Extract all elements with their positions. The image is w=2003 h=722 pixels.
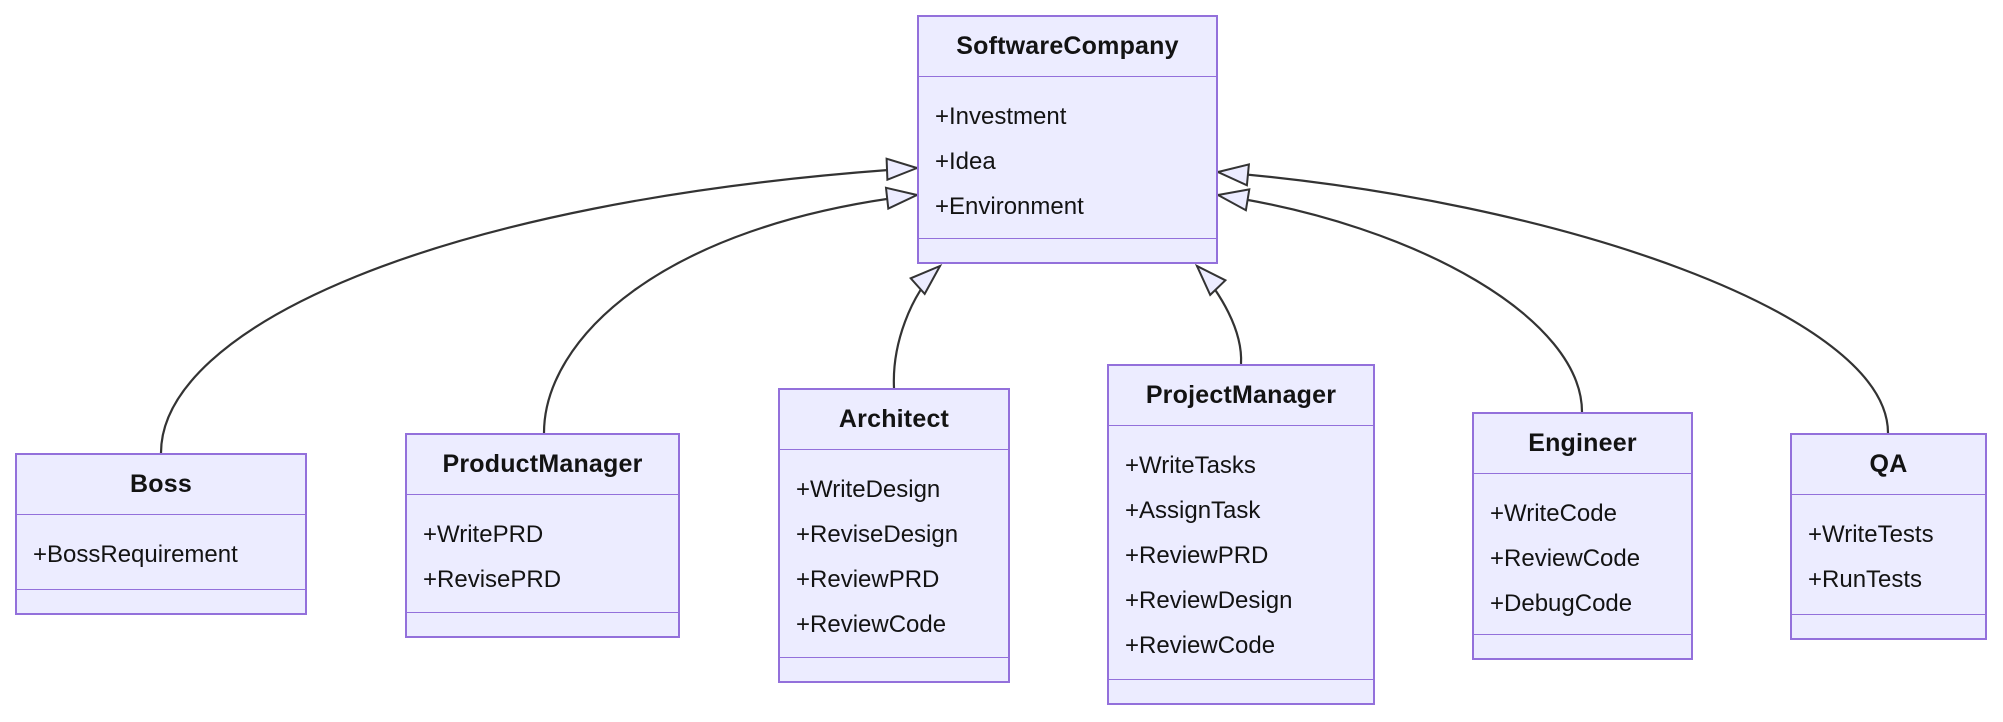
class-methods-empty	[1474, 634, 1691, 658]
class-box-projectmanager: ProjectManager +WriteTasks +AssignTask +Re…	[1107, 364, 1375, 705]
class-box-architect: Architect +WriteDesign +ReviseDesign +Revi…	[778, 388, 1010, 683]
class-attributes: +WriteCode +ReviewCode +DebugCode	[1474, 474, 1691, 634]
class-attribute: +DebugCode	[1490, 589, 1633, 617]
class-attribute: +ReviewCode	[1490, 544, 1641, 572]
class-attributes: +WriteDesign +ReviseDesign +ReviewPRD +Revi…	[780, 450, 1008, 657]
class-attributes: +Investment +Idea +Environment	[919, 77, 1216, 238]
inheritance-edge-productmanager-to-softwarecompany	[542, 193, 918, 434]
class-attribute: +RevisePRD	[423, 565, 562, 593]
class-box-productmanager: ProductManager +WritePRD +RevisePRD	[405, 433, 680, 638]
class-name: Architect	[780, 390, 1008, 450]
inheritance-edge-engineer-to-softwarecompany	[1217, 193, 1584, 413]
class-attributes: +WritePRD +RevisePRD	[407, 495, 678, 612]
class-name: Engineer	[1474, 414, 1691, 474]
class-attribute: +Idea	[935, 147, 996, 175]
class-attribute: +ReviseDesign	[796, 520, 959, 548]
class-methods-empty	[780, 657, 1008, 681]
inheritance-arrowhead-icon	[1215, 188, 1251, 212]
class-box-qa: QA +WriteTests +RunTests	[1790, 433, 1987, 640]
inheritance-edge-qa-to-softwarecompany	[1217, 170, 1890, 434]
inheritance-arrowhead-icon	[909, 263, 943, 296]
class-attribute: +WriteCode	[1490, 499, 1617, 527]
class-attribute: +Environment	[935, 192, 1084, 220]
class-attribute: +ReviewPRD	[796, 565, 940, 593]
class-attribute: +ReviewCode	[796, 610, 947, 638]
class-methods-empty	[17, 589, 305, 613]
class-name: QA	[1792, 435, 1985, 495]
class-attributes: +WriteTests +RunTests	[1792, 495, 1985, 614]
class-attribute: +WritePRD	[423, 520, 544, 548]
inheritance-arrowhead-icon	[1214, 163, 1251, 187]
class-name: SoftwareCompany	[919, 17, 1216, 77]
class-name: ProjectManager	[1109, 366, 1373, 426]
class-attribute: +BossRequirement	[33, 540, 238, 568]
class-attribute: +RunTests	[1808, 565, 1923, 593]
class-attribute: +ReviewPRD	[1125, 541, 1269, 569]
class-box-boss: Boss +BossRequirement	[15, 453, 307, 615]
inheritance-arrowhead-icon	[884, 186, 921, 211]
class-attribute: +ReviewDesign	[1125, 586, 1293, 614]
class-attribute: +AssignTask	[1125, 496, 1261, 524]
class-attribute: +Investment	[935, 102, 1067, 130]
class-attribute: +ReviewCode	[1125, 631, 1276, 659]
class-attributes: +WriteTasks +AssignTask +ReviewPRD +ReviewD…	[1109, 426, 1373, 679]
class-box-engineer: Engineer +WriteCode +ReviewCode +DebugCode	[1472, 412, 1693, 660]
inheritance-edge-boss-to-softwarecompany	[159, 166, 918, 454]
class-name: ProductManager	[407, 435, 678, 495]
class-attribute: +WriteDesign	[796, 475, 941, 503]
inheritance-arrowhead-icon	[1194, 263, 1228, 297]
class-name: Boss	[17, 455, 305, 515]
class-methods-empty	[1792, 614, 1985, 638]
class-box-softwarecompany: SoftwareCompany +Investment +Idea +Environ…	[917, 15, 1218, 264]
inheritance-arrowhead-icon	[885, 157, 921, 182]
class-attributes: +BossRequirement	[17, 515, 305, 589]
class-methods-empty	[919, 238, 1216, 262]
class-attribute: +WriteTasks	[1125, 451, 1256, 479]
class-methods-empty	[407, 612, 678, 636]
class-attribute: +WriteTests	[1808, 520, 1934, 548]
class-methods-empty	[1109, 679, 1373, 703]
